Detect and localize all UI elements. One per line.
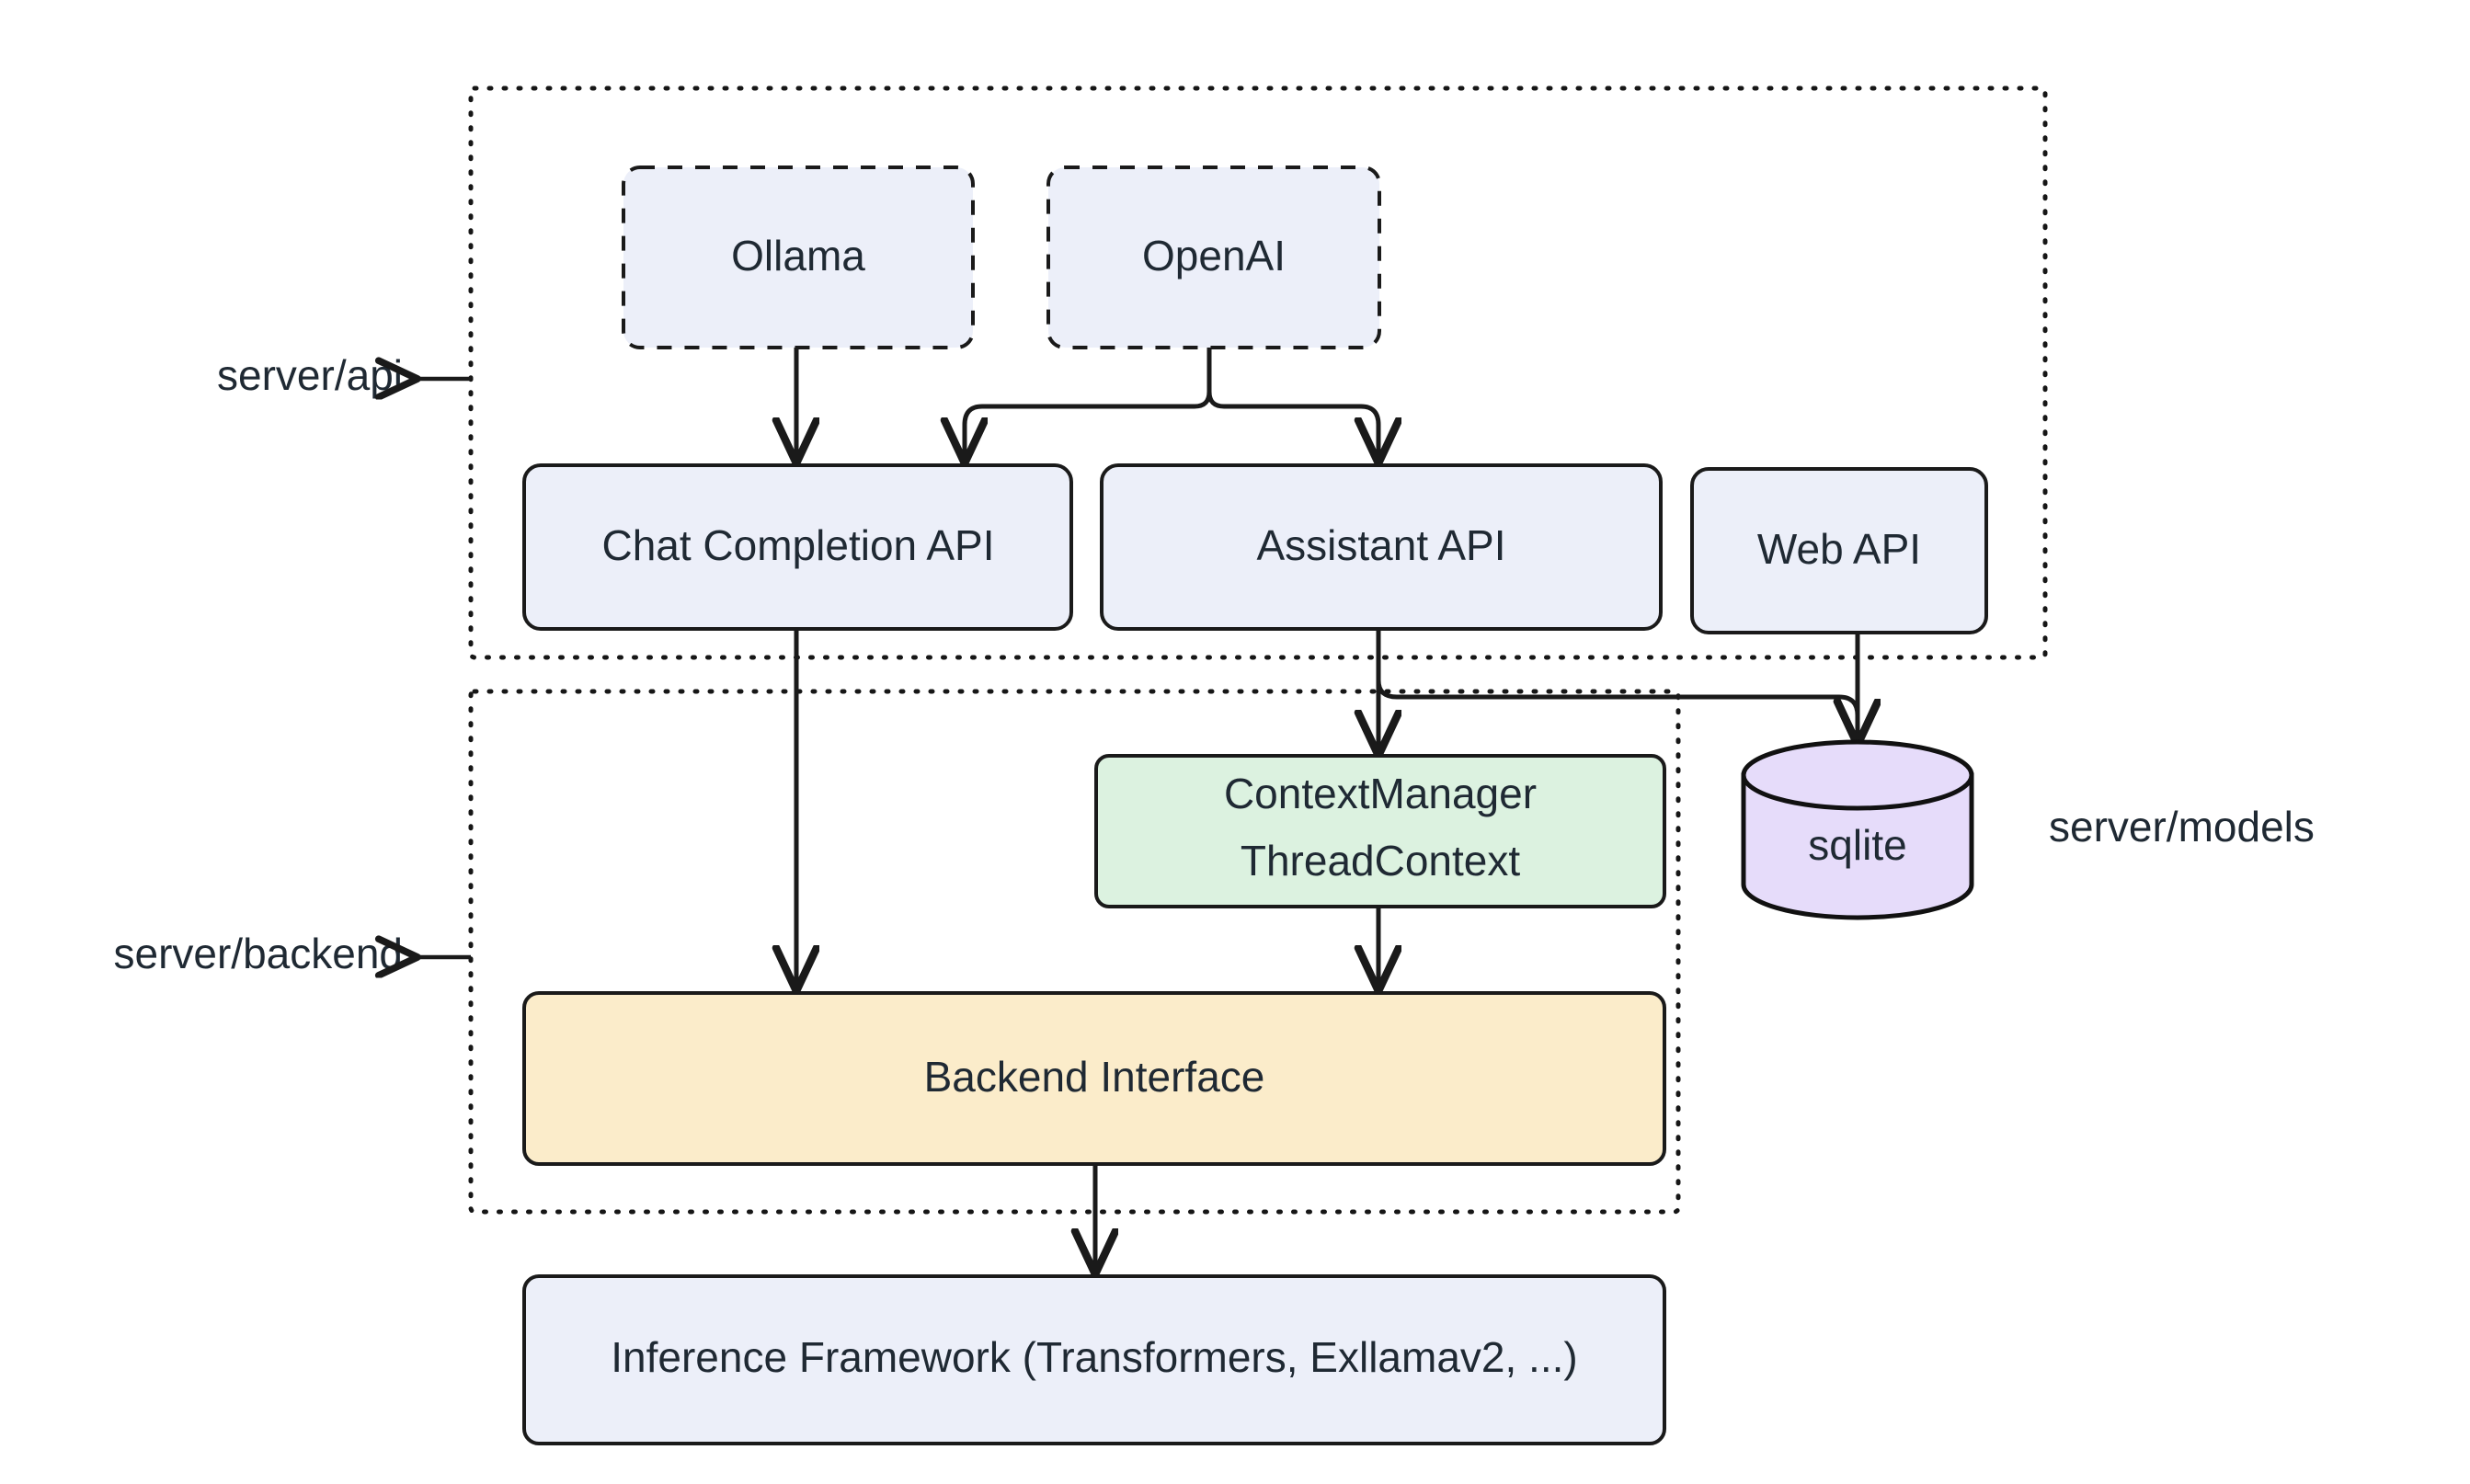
node-assistant-api[interactable]: Assistant API <box>1100 463 1663 631</box>
node-web-api-shape <box>1690 467 1988 634</box>
node-ollama-shape <box>622 166 975 349</box>
node-context-manager-label-line2: ThreadContext <box>1241 837 1520 885</box>
node-backend-interface-label: Backend Interface <box>924 1053 1265 1101</box>
group-container-server-api <box>468 86 2048 660</box>
node-openai-label: OpenAI <box>1142 232 1286 280</box>
edge-openai-to-chat-api <box>965 348 1212 460</box>
group-label-server-models: server/models <box>2049 803 2315 850</box>
node-sqlite-label: sqlite <box>1808 821 1906 869</box>
node-sqlite-top <box>1741 739 1974 811</box>
node-sqlite-body <box>1741 772 1974 920</box>
node-ollama[interactable]: Ollama <box>622 166 975 349</box>
group-container-server-backend <box>468 689 1681 1215</box>
node-ollama-label: Ollama <box>731 232 865 280</box>
node-assistant-api-label: Assistant API <box>1256 521 1505 569</box>
node-chat-completion-api-label: Chat Completion API <box>601 521 994 569</box>
node-chat-completion-api[interactable]: Chat Completion API <box>522 463 1073 631</box>
node-context-manager-label-line1: ContextManager <box>1224 770 1537 817</box>
node-openai[interactable]: OpenAI <box>1046 166 1381 349</box>
edge-openai-to-assistant-api <box>1206 348 1378 460</box>
node-sqlite[interactable]: sqlite <box>1741 739 1974 920</box>
group-label-server-api: server/api <box>217 351 403 399</box>
node-chat-completion-api-shape <box>522 463 1073 631</box>
node-backend-interface[interactable]: Backend Interface <box>522 991 1666 1166</box>
node-inference-framework[interactable]: Inference Framework (Transformers, Exlla… <box>522 1274 1666 1445</box>
node-inference-framework-shape <box>522 1274 1666 1445</box>
node-context-manager-shape <box>1094 754 1666 908</box>
node-inference-framework-label: Inference Framework (Transformers, Exlla… <box>611 1333 1577 1381</box>
edge-assistant-api-to-sqlite <box>1376 629 1858 741</box>
node-backend-interface-shape <box>522 991 1666 1166</box>
node-openai-shape <box>1046 166 1381 349</box>
node-web-api-label: Web API <box>1757 525 1921 573</box>
node-context-manager[interactable]: ContextManager ThreadContext <box>1094 754 1666 908</box>
node-web-api[interactable]: Web API <box>1690 467 1988 634</box>
group-label-server-backend: server/backend <box>114 930 404 977</box>
node-assistant-api-shape <box>1100 463 1663 631</box>
